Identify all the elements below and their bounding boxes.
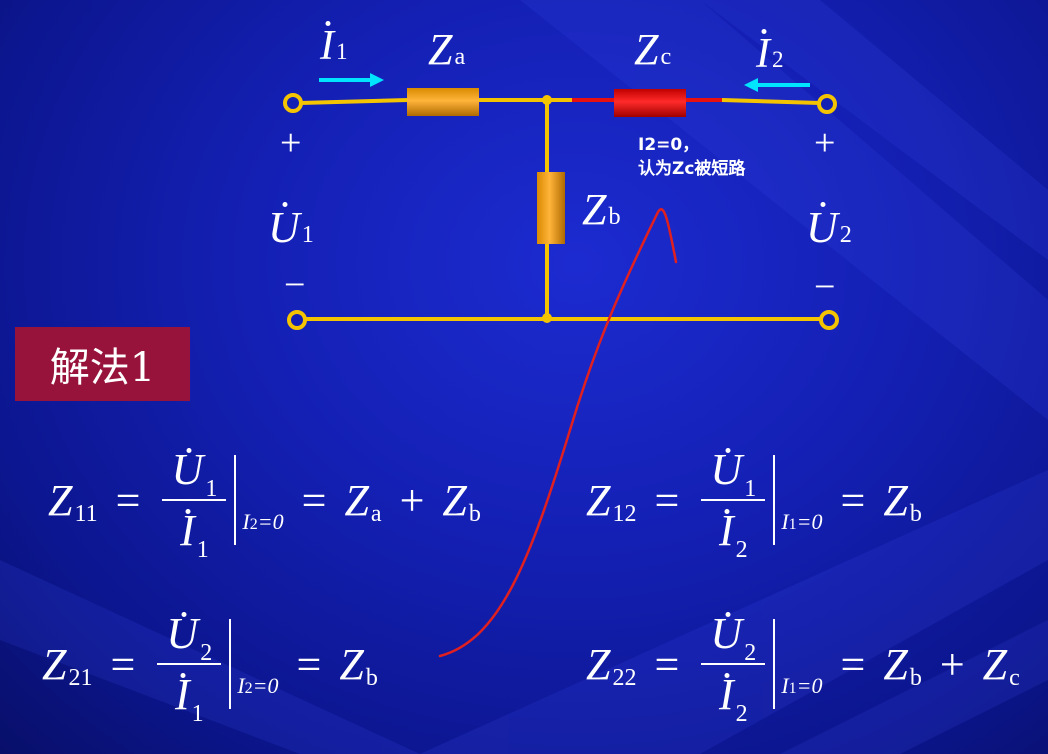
impedance-zc <box>614 89 686 117</box>
node-bottom <box>542 313 552 323</box>
condition-z21: I2=0 <box>229 619 279 709</box>
terminal-top-right <box>817 94 837 114</box>
label-zb: Zb <box>582 185 621 234</box>
note-line-1: I2=0， <box>638 135 700 155</box>
short-circuit-note: I2=0， 认为Zc被短路 <box>638 133 745 181</box>
method-label: 解法1 <box>49 345 156 391</box>
impedance-zb <box>537 172 565 244</box>
condition-z11: I2=0 <box>234 455 284 545</box>
top-wire-left <box>299 98 409 105</box>
method-badge: 解法1 <box>15 327 190 401</box>
plus-right: + <box>814 122 836 164</box>
terminal-top-left <box>283 93 303 113</box>
terminal-bottom-left <box>287 310 307 330</box>
label-za: Za <box>428 25 466 74</box>
minus-left: − <box>284 264 306 306</box>
top-wire-right <box>721 98 821 105</box>
node-top <box>542 95 552 105</box>
condition-z12: I1=0 <box>773 455 823 545</box>
note-line-2: 认为Zc被短路 <box>638 159 746 179</box>
impedance-za <box>407 88 479 116</box>
arrow-i1-icon <box>319 73 384 87</box>
terminal-bottom-right <box>819 310 839 330</box>
label-u1: U1 <box>268 203 314 252</box>
arrow-i2-icon <box>744 78 810 92</box>
label-u2: U2 <box>806 203 852 252</box>
condition-z22: I1=0 <box>773 619 823 709</box>
annotation-stroke <box>438 208 678 658</box>
minus-right: − <box>814 266 836 308</box>
plus-left: + <box>280 122 302 164</box>
label-i2: I2 <box>756 31 784 77</box>
label-zc: Zc <box>634 25 672 74</box>
label-i1: I1 <box>320 23 348 69</box>
